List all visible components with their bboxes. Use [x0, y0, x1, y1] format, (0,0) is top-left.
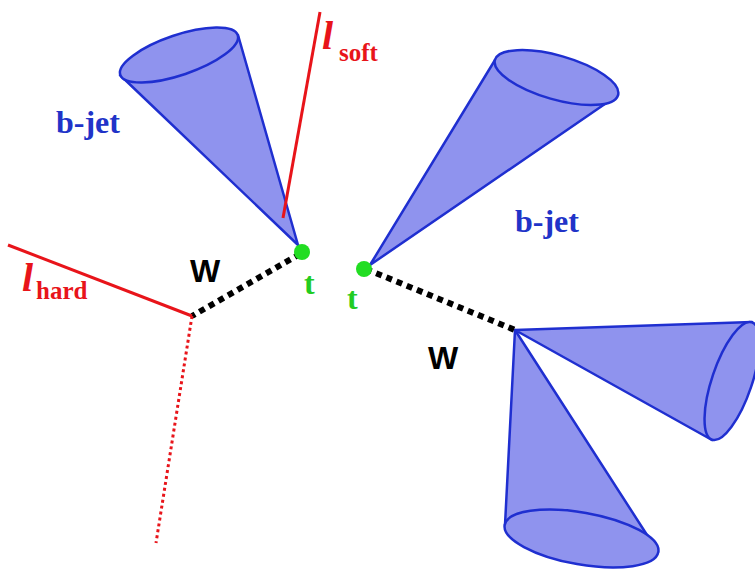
jet-cone	[114, 16, 298, 245]
quark-label: t	[347, 282, 358, 314]
neutrino-line	[156, 316, 192, 543]
lepton-line	[8, 245, 192, 316]
lepton-label: l	[322, 16, 333, 56]
top-quark-dot	[294, 244, 310, 260]
jet-label: b-jet	[56, 106, 120, 138]
jet-cone	[370, 39, 624, 265]
jet-cone	[500, 330, 663, 570]
quark-label: t	[304, 267, 315, 299]
boson-label: W	[428, 342, 458, 374]
boson-label: W	[190, 255, 220, 287]
lepton-line	[283, 12, 320, 218]
jet-label: b-jet	[515, 205, 579, 237]
lepton-subscript: hard	[36, 278, 87, 303]
w-boson-line	[366, 269, 515, 330]
top-quark-dot	[356, 261, 372, 277]
lepton-subscript: soft	[339, 40, 378, 65]
lepton-label: l	[22, 258, 33, 298]
